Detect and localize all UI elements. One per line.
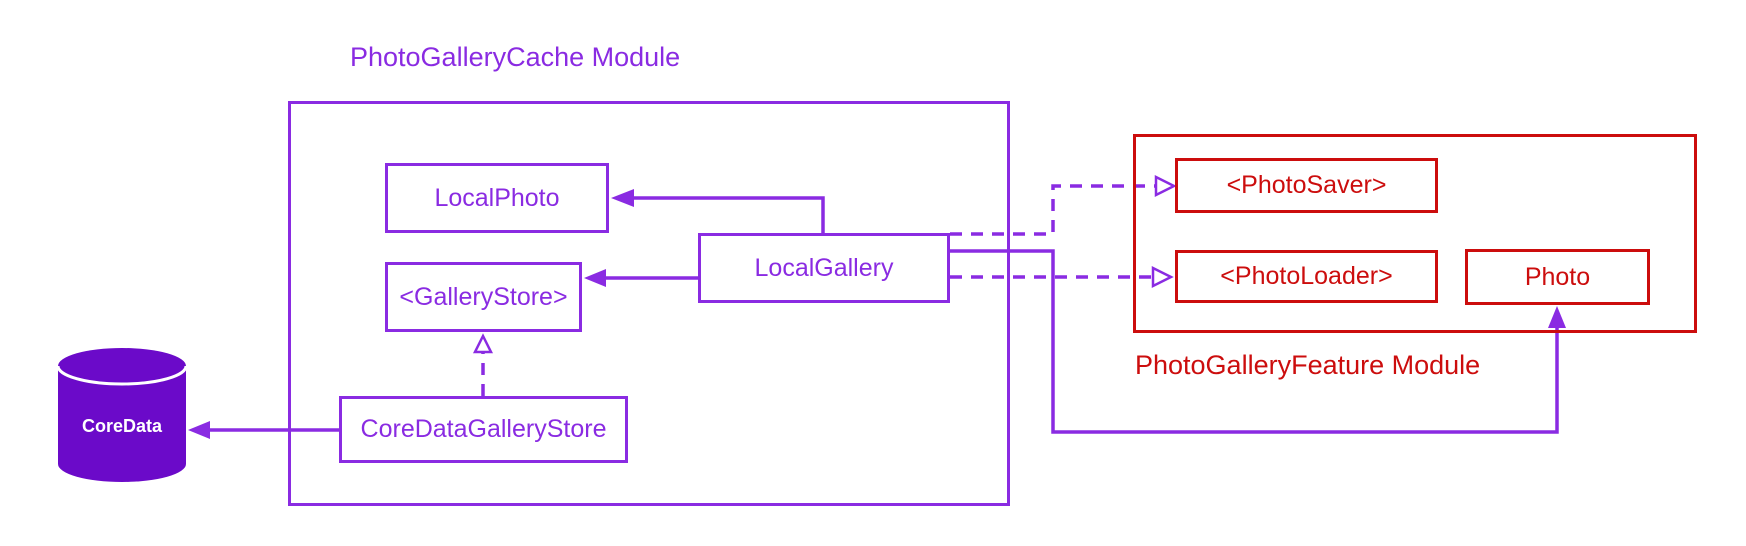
hollow-arrowhead (1154, 174, 1177, 198)
module-photogallerycache-title: PhotoGalleryCache Module (350, 42, 681, 72)
filled-arrowhead (611, 189, 634, 207)
node-photosaver-label: <PhotoSaver> (1226, 171, 1387, 199)
hollow-arrowhead (1151, 265, 1174, 289)
module-photogalleryfeature-box (1133, 134, 1697, 333)
node-coredatagallerystore-label: CoreDataGalleryStore (360, 415, 607, 443)
module-photogallerycache-box (288, 101, 1010, 506)
node-photo-label: Photo (1524, 262, 1591, 291)
edge-localgallery-photoloader (950, 265, 1174, 289)
hollow-arrowhead (472, 333, 494, 354)
node-photoloader-label: <PhotoLoader> (1220, 262, 1393, 290)
filled-arrowhead (188, 421, 210, 439)
node-photoloader: <PhotoLoader> (1175, 250, 1438, 303)
filled-arrowhead (584, 269, 606, 287)
edge-coredatagallerystore-gallerystore (472, 333, 494, 396)
edge-localgallery-photosaver (950, 174, 1177, 236)
module-photogalleryfeature-title: PhotoGalleryFeature Module (1135, 350, 1481, 380)
node-gallerystore-label: <GalleryStore> (399, 282, 568, 311)
edge-coredatagallerystore-coredata (188, 421, 339, 439)
node-localgallery-label: LocalGallery (754, 253, 894, 282)
filled-arrowhead (1548, 306, 1566, 328)
node-localphoto-label: LocalPhoto (434, 183, 560, 212)
node-localphoto: LocalPhoto (385, 163, 609, 233)
coredata-cylinder-icon (56, 348, 188, 482)
node-gallerystore: <GalleryStore> (385, 262, 582, 332)
node-photosaver: <PhotoSaver> (1175, 158, 1438, 213)
coredata-label: CoreData (81, 416, 163, 436)
edge-localgallery-photo (950, 249, 1566, 434)
node-photo: Photo (1465, 249, 1650, 305)
edge-localgallery-localphoto (611, 189, 825, 233)
edge-localgallery-gallerystore (584, 269, 698, 287)
node-localgallery: LocalGallery (698, 233, 950, 303)
node-coredatagallerystore: CoreDataGalleryStore (339, 396, 628, 463)
